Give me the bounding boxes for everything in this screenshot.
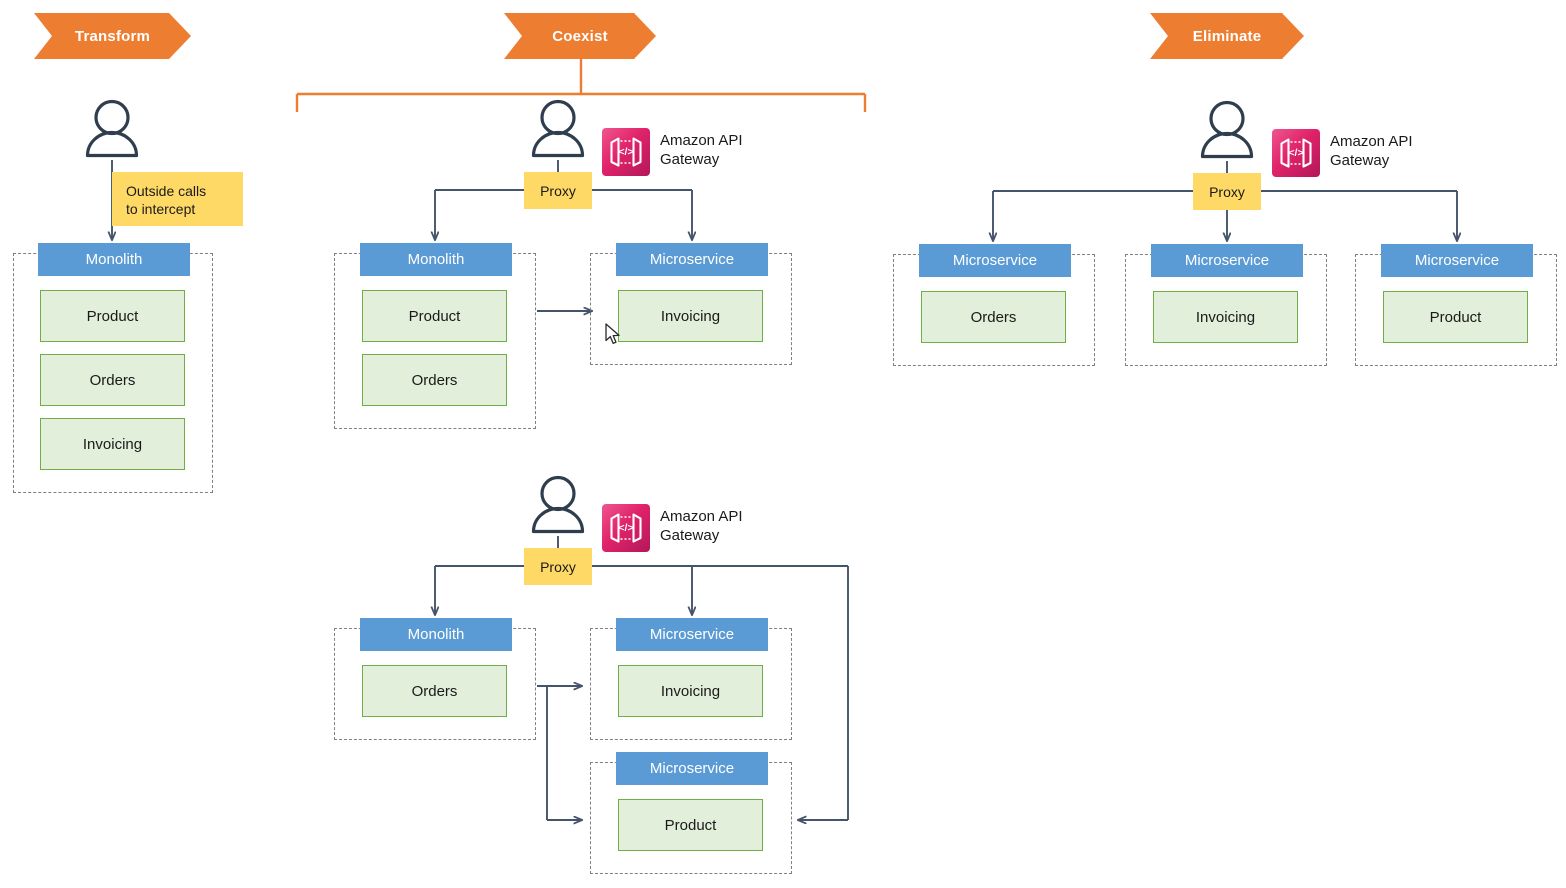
monolith-header[interactable]: Monolith [360,243,512,276]
mouse-cursor [605,323,623,347]
phase-banner-label: Eliminate [1192,27,1262,45]
user-icon [530,99,586,161]
phase-banner-coexist[interactable]: Coexist [504,13,656,59]
microservice-header[interactable]: Microservice [919,244,1071,277]
component-product[interactable]: Product [1383,291,1528,343]
phase-banner-label: Coexist [552,27,608,45]
amazon-api-gateway-icon: </> [602,128,650,176]
user-icon [84,99,140,161]
component-product[interactable]: Product [362,290,507,342]
component-invoicing[interactable]: Invoicing [40,418,185,470]
svg-text:</>: </> [618,522,633,534]
microservice-header[interactable]: Microservice [1381,244,1533,277]
amazon-api-gateway-icon: </> [1272,129,1320,177]
api-gateway-label: Amazon API Gateway [660,508,743,545]
outside-calls-callout: Outside calls to intercept [112,172,243,226]
component-invoicing[interactable]: Invoicing [1153,291,1298,343]
component-invoicing[interactable]: Invoicing [618,665,763,717]
amazon-api-gateway-icon: </> [602,504,650,552]
svg-text:</>: </> [618,146,633,158]
api-gateway-label: Amazon API Gateway [660,132,743,169]
proxy-box[interactable]: Proxy [1193,173,1261,210]
microservice-header[interactable]: Microservice [616,618,768,651]
component-orders[interactable]: Orders [362,665,507,717]
component-orders[interactable]: Orders [362,354,507,406]
svg-text:</>: </> [1288,147,1303,159]
component-product[interactable]: Product [618,799,763,851]
monolith-header[interactable]: Monolith [360,618,512,651]
proxy-box[interactable]: Proxy [524,172,592,209]
monolith-header[interactable]: Monolith [38,243,190,276]
phase-banner-transform[interactable]: Transform [34,13,191,59]
phase-banner-label: Transform [74,27,151,45]
proxy-box[interactable]: Proxy [524,548,592,585]
component-orders[interactable]: Orders [40,354,185,406]
microservice-header[interactable]: Microservice [616,243,768,276]
microservice-header[interactable]: Microservice [616,752,768,785]
user-icon [1199,100,1255,162]
component-product[interactable]: Product [40,290,185,342]
component-orders[interactable]: Orders [921,291,1066,343]
microservice-header[interactable]: Microservice [1151,244,1303,277]
api-gateway-label: Amazon API Gateway [1330,133,1413,170]
component-invoicing[interactable]: Invoicing [618,290,763,342]
user-icon [530,475,586,537]
phase-banner-eliminate[interactable]: Eliminate [1150,13,1304,59]
